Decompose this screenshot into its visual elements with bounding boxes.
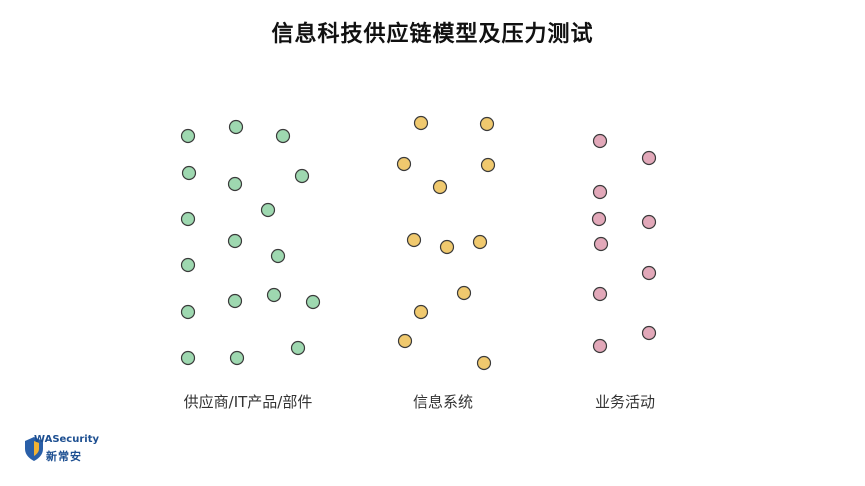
node-dot-group-1 [397, 333, 413, 349]
shield-icon [25, 437, 43, 461]
node-dot-group-1 [406, 232, 422, 248]
node-dot-group-0 [227, 293, 243, 309]
node-dot-group-0 [305, 294, 321, 310]
logo-text: WASecurity [34, 434, 100, 445]
node-dot-group-1 [439, 239, 455, 255]
label-suppliers: 供应商/IT产品/部件 [183, 393, 313, 411]
node-dot-group-0 [270, 248, 286, 264]
node-dot-group-2 [593, 236, 609, 252]
node-dot-group-1 [456, 285, 472, 301]
node-dot-group-0 [260, 202, 276, 218]
node-dot-group-0 [180, 304, 196, 320]
node-dot-group-1 [479, 116, 495, 132]
node-dot-group-0 [294, 168, 310, 184]
node-dot-group-2 [592, 184, 608, 200]
node-dot-group-0 [227, 176, 243, 192]
label-business-activities: 业务活动 [594, 393, 655, 411]
node-dot-group-1 [413, 304, 429, 320]
node-dot-group-2 [592, 338, 608, 354]
wasecurity-logo: WASecurity 新常安 [22, 432, 99, 466]
node-dot-group-0 [180, 211, 196, 227]
node-dot-group-0 [180, 257, 196, 273]
node-dot-group-0 [181, 165, 197, 181]
node-dot-group-0 [290, 340, 306, 356]
node-dot-group-0 [180, 128, 196, 144]
node-dot-group-2 [592, 133, 608, 149]
node-dot-group-0 [227, 233, 243, 249]
node-dot-group-2 [592, 286, 608, 302]
node-dot-group-2 [641, 265, 657, 281]
node-dot-group-1 [396, 156, 412, 172]
node-dot-group-1 [476, 355, 492, 371]
node-dot-group-1 [480, 157, 496, 173]
node-dot-group-2 [641, 325, 657, 341]
node-dot-group-0 [180, 350, 196, 366]
node-dot-group-1 [472, 234, 488, 250]
node-dot-group-0 [275, 128, 291, 144]
node-dot-group-0 [266, 287, 282, 303]
node-dot-group-2 [591, 211, 607, 227]
label-info-systems: 信息系统 [412, 393, 473, 411]
node-dot-group-2 [641, 214, 657, 230]
node-dot-group-1 [413, 115, 429, 131]
node-dot-group-1 [432, 179, 448, 195]
node-dot-group-0 [229, 350, 245, 366]
node-dot-group-0 [228, 119, 244, 135]
slide-title: 信息科技供应链模型及压力测试 [271, 22, 594, 47]
logo-subtext: 新常安 [46, 450, 82, 463]
node-dot-group-2 [641, 150, 657, 166]
